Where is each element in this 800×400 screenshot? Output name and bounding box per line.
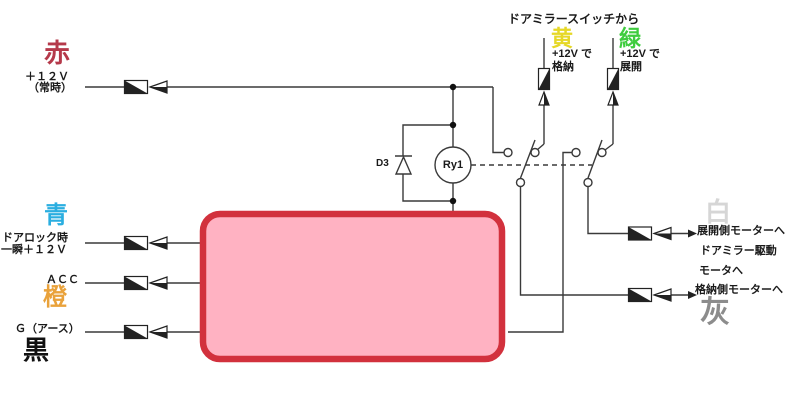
yellow-wire-desc-2: 格納	[552, 61, 574, 73]
gray-wire-color-label: 灰	[700, 296, 730, 329]
blue-wire-desc-2: 一瞬＋１２Ｖ	[1, 244, 67, 256]
blue-wire-desc-1: ドアロック時	[2, 232, 68, 244]
drive-motor-note-2: モータへ	[699, 265, 743, 277]
orange-wire-color-label: 橙	[43, 284, 67, 311]
white-wire-color-label: 白	[705, 197, 732, 227]
black-wire-color-label: 黒	[23, 335, 50, 365]
green-wire-color-label: 緑	[619, 26, 642, 51]
black-wire-desc-1: Ｇ（アース）	[15, 323, 80, 335]
relay-label: Ry1	[442, 159, 464, 171]
connector-gray-icon	[627, 287, 672, 303]
wire-gray-output	[671, 291, 697, 299]
diagram-title: ドアミラースイッチから	[508, 12, 640, 26]
drive-motor-note-1: ドアミラー駆動	[700, 245, 777, 257]
yellow-wire-desc-1: +12V で	[552, 48, 593, 60]
connector-blue-icon	[123, 235, 168, 251]
switch-retract-side	[503, 139, 628, 296]
wire-yellow-drop	[536, 38, 545, 151]
connector-black-icon	[123, 324, 168, 340]
gray-wire-desc-1: 格納側モーターへ	[695, 284, 783, 296]
green-wire-desc-2: 展開	[620, 61, 642, 73]
connector-orange-icon	[123, 275, 168, 291]
yellow-wire-color-label: 黄	[551, 26, 574, 51]
wire-green-drop	[604, 38, 614, 151]
red-wire-color-label: 赤	[44, 38, 71, 68]
connector-red-icon	[123, 79, 168, 95]
blue-wire-color-label: 青	[44, 202, 68, 229]
wire-white-output	[671, 229, 697, 238]
red-wire-desc-1: ＋１２Ｖ	[25, 71, 69, 83]
junction-dot	[449, 197, 457, 205]
green-wire-desc-1: +12V で	[620, 48, 661, 60]
wire-red-feed	[85, 86, 504, 154]
connector-green-icon	[606, 67, 620, 106]
white-wire-desc-1: 展開側モーターへ	[697, 225, 785, 237]
diode-label: D3	[376, 158, 389, 169]
connector-yellow-icon	[537, 67, 551, 106]
junction-dot	[449, 121, 457, 129]
junction-dot	[449, 83, 457, 91]
connector-white-icon	[627, 226, 672, 241]
diode-d3	[394, 124, 453, 202]
orange-wire-desc-1: ＡＣＣ	[46, 274, 79, 286]
red-wire-desc-2: （常時）	[28, 82, 72, 94]
control-unit-box	[199, 210, 506, 363]
switch-deploy-side	[508, 139, 628, 333]
